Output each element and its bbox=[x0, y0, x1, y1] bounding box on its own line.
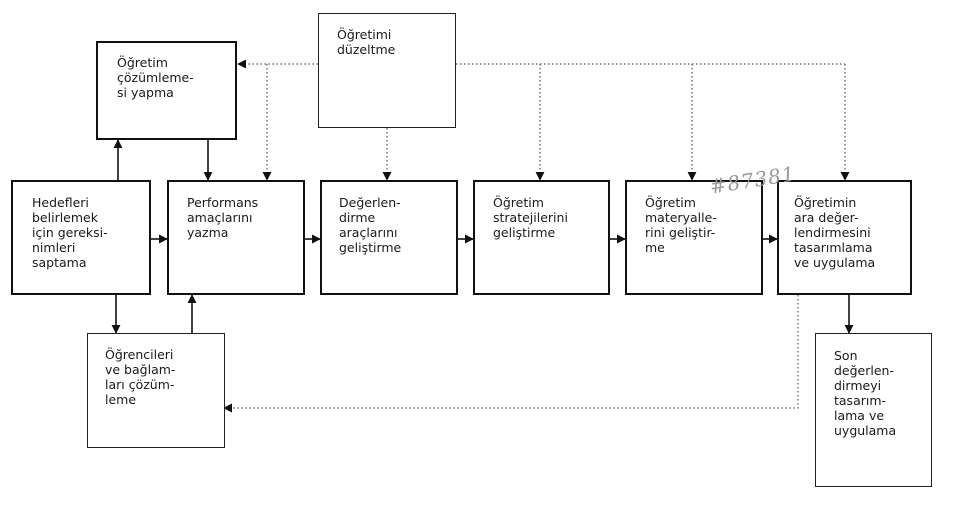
box-summative-evaluation bbox=[815, 333, 932, 487]
label-performance-objectives: Performans amaçlarını yazma bbox=[187, 195, 259, 240]
box-instructional-analysis bbox=[96, 41, 237, 140]
box-formative-evaluation bbox=[777, 180, 912, 295]
box-performance-objectives bbox=[167, 180, 305, 295]
box-instructional-strategy bbox=[473, 180, 610, 295]
label-instructional-analysis: Öğretim çözümleme- si yapma bbox=[117, 55, 194, 100]
box-revise-instruction bbox=[318, 13, 456, 128]
label-formative-evaluation: Öğretimin ara değer- lendirmesini tasarı… bbox=[794, 195, 876, 270]
label-assessment-instruments: Değerlen- dirme araçlarını geliştirme bbox=[339, 195, 402, 255]
label-instructional-materials: Öğretim materyalle- rini geliştir- me bbox=[645, 195, 717, 255]
label-identify-goals: Hedefleri belirlemek için gereksi- nimle… bbox=[32, 195, 108, 270]
box-instructional-materials bbox=[625, 180, 763, 295]
box-learner-context-analysis bbox=[87, 333, 225, 448]
label-summative-evaluation: Son değerlen- dirmeyi tasarım- lama ve u… bbox=[834, 348, 897, 438]
label-instructional-strategy: Öğretim stratejilerini geliştirme bbox=[493, 195, 568, 240]
label-learner-context-analysis: Öğrencileri ve bağlam- ları çözüm- leme bbox=[105, 347, 176, 407]
box-identify-goals bbox=[11, 180, 151, 295]
label-revise-instruction: Öğretimi düzeltme bbox=[337, 27, 396, 57]
box-assessment-instruments bbox=[320, 180, 458, 295]
dotted-formative-to-learners bbox=[223, 295, 799, 413]
